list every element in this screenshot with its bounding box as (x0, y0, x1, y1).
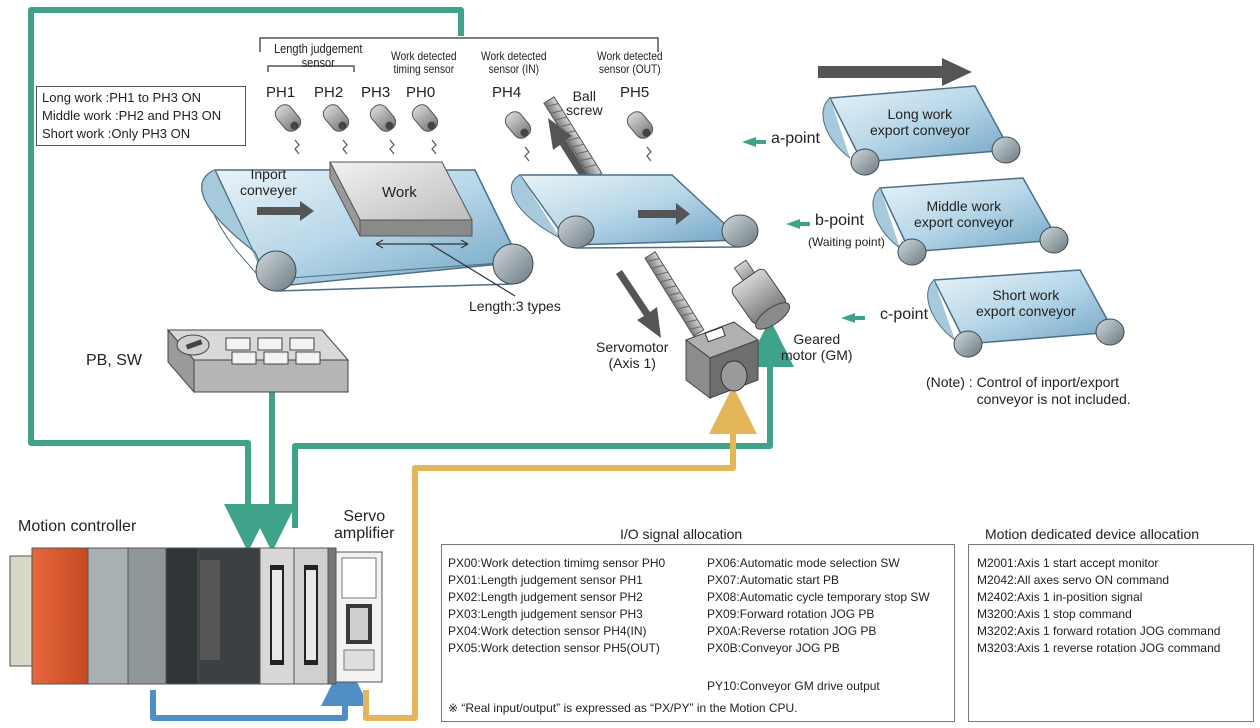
motion-controller-icon (9, 547, 337, 685)
ph4-label: PH4 (492, 84, 522, 101)
io-row: PX0A:Reverse rotation JOG PB (707, 624, 877, 638)
blue-line-amp (150, 658, 369, 721)
timing-sensor-label: Work detected timing sensor (391, 49, 457, 76)
sensor-ph4-icon (504, 111, 532, 139)
wiring-lines (28, 7, 794, 721)
b-point-arrow-icon (786, 219, 810, 229)
inport-conveyer-label: Inport conveyer (240, 166, 297, 198)
motion-row: M2042:All axes servo ON command (977, 573, 1170, 587)
servo-amplifier-label: Servo amplifier (334, 508, 395, 542)
io-row: PX06:Automatic mode selection SW (707, 556, 900, 570)
middle-export-label: Middle work export conveyor (914, 198, 1014, 230)
io-row: PX07:Automatic start PB (707, 573, 840, 587)
ph3-label: PH3 (361, 84, 391, 101)
long-export-conveyor (822, 85, 1021, 176)
io-allocation-table: PX00:Work detection timimg sensor PH0 PX… (441, 544, 955, 722)
servomotor-icon (684, 321, 760, 399)
waiting-point-note: (Waiting point) (808, 235, 885, 249)
c-point-arrow-icon (841, 313, 865, 323)
long-export-label: Long work export conveyor (870, 106, 970, 138)
io-row: PX08:Automatic cycle temporary stop SW (707, 590, 930, 604)
io-row: PX02:Length judgement sensor PH2 (448, 590, 643, 604)
length-types-label: Length:3 types (469, 298, 561, 314)
motion-row: M3200:Axis 1 stop command (977, 607, 1132, 621)
motion-allocation-title: Motion dedicated device allocation (985, 526, 1200, 542)
io-output-row: PY10:Conveyor GM drive output (707, 679, 880, 693)
work-label: Work (382, 184, 417, 201)
io-allocation-title: I/O signal allocation (620, 526, 743, 542)
ball-screw-label: Ball screw (566, 88, 603, 118)
green-line-gm (292, 319, 794, 528)
io-row: PX00:Work detection timimg sensor PH0 (448, 556, 666, 570)
green-line-sensors (28, 7, 464, 552)
short-export-label: Short work export conveyor (976, 287, 1076, 319)
pb-sw-panel-icon (166, 328, 350, 394)
inport-conveyor (201, 161, 534, 297)
legend-line: Middle work :PH2 and PH3 ON (42, 108, 222, 123)
io-right-column: PX06:Automatic mode selection SW PX07:Au… (707, 555, 930, 657)
motion-controller-label: Motion controller (18, 518, 137, 535)
io-left-column: PX00:Work detection timimg sensor PH0 PX… (448, 555, 665, 657)
length-sensor-group-label: Length judgement sensor (274, 41, 363, 70)
work-in-sensor-label: Work detected sensor (IN) (481, 49, 547, 76)
io-row: PX01:Length judgement sensor PH1 (448, 573, 643, 587)
work-out-sensor-label: Work detected sensor (OUT) (597, 49, 663, 76)
ph1-label: PH1 (266, 84, 296, 101)
sensor-brackets (259, 37, 659, 72)
sensor-ph5-icon (626, 111, 654, 139)
legend-line: Short work :Only PH3 ON (42, 126, 191, 141)
io-footnote: ※ “Real input/output” is expressed as “P… (448, 701, 798, 715)
yellow-line-motor (363, 386, 757, 721)
legend-line: Long work :PH1 to PH3 ON (42, 90, 201, 105)
ph0-label: PH0 (406, 84, 436, 101)
geared-motor-icon (731, 259, 791, 330)
sensor-ph0-icon (411, 104, 439, 132)
sensor-ph2-icon (322, 104, 350, 132)
short-export-conveyor (927, 269, 1125, 358)
b-point-label: b-point (815, 212, 864, 229)
a-point-label: a-point (771, 130, 820, 147)
sensor-ph1-icon (274, 104, 302, 132)
motion-row: M2402:Axis 1 in-position signal (977, 590, 1143, 604)
motion-row: M2001:Axis 1 start accept monitor (977, 556, 1159, 570)
export-conveyors (742, 58, 1125, 358)
sensor-ph3-icon (369, 104, 397, 132)
motion-column: M2001:Axis 1 start accept monitor M2042:… (977, 555, 1220, 657)
a-point-arrow-icon (742, 137, 766, 147)
geared-motor-label: Geared motor (GM) (781, 331, 853, 363)
ph2-label: PH2 (314, 84, 344, 101)
servo-amplifier-icon (335, 551, 383, 683)
io-row: PX03:Length judgement sensor PH3 (448, 607, 643, 621)
motion-row: M3202:Axis 1 forward rotation JOG comman… (977, 624, 1221, 638)
transfer-conveyor (510, 96, 791, 399)
c-point-label: c-point (880, 306, 929, 323)
io-row: PX05:Work detection sensor PH5(OUT) (448, 641, 660, 655)
ph5-label: PH5 (620, 84, 650, 101)
servomotor-label: Servomotor (Axis 1) (596, 339, 669, 371)
io-row: PX0B:Conveyor JOG PB (707, 641, 840, 655)
io-row: PX09:Forward rotation JOG PB (707, 607, 875, 621)
middle-export-conveyor (872, 177, 1069, 266)
motion-row: M3203:Axis 1 reverse rotation JOG comman… (977, 641, 1221, 655)
sensor-icons (274, 104, 654, 162)
pb-sw-label: PB, SW (86, 352, 143, 369)
note-label: (Note) : Control of inport/export convey… (926, 374, 1131, 407)
motion-allocation-table: M2001:Axis 1 start accept monitor M2042:… (968, 544, 1254, 722)
work-type-legend: Long work :PH1 to PH3 ON Middle work :PH… (36, 86, 246, 146)
io-row: PX04:Work detection sensor PH4(IN) (448, 624, 647, 638)
